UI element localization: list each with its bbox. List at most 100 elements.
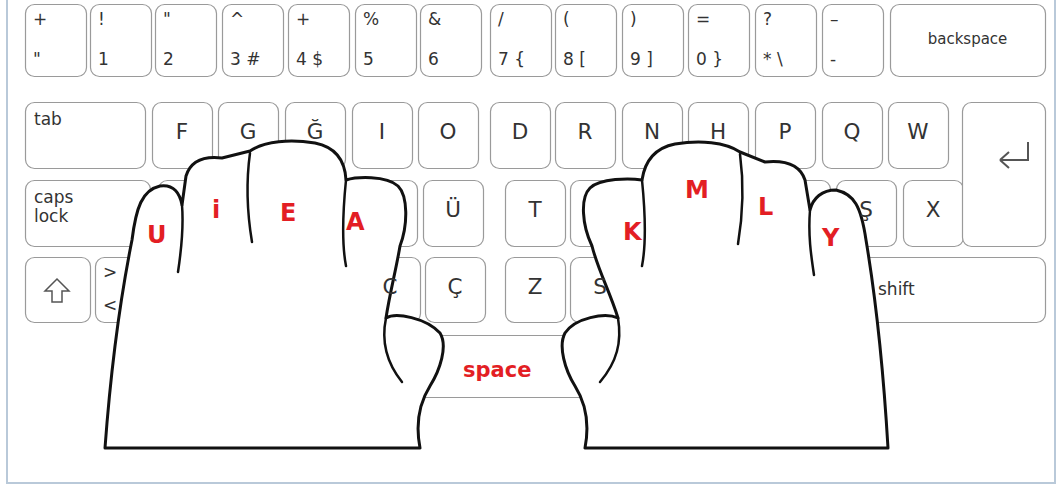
key-label: N	[622, 120, 682, 144]
keyboard-key: tab	[25, 102, 145, 168]
key-outline	[424, 181, 484, 247]
finger-letter: K	[623, 220, 642, 244]
key-outline	[419, 103, 479, 169]
keyboard-key: X	[903, 180, 963, 246]
key-outline	[556, 5, 617, 77]
key-outline	[891, 5, 1046, 77]
key-outline	[426, 258, 486, 323]
key-label: O	[418, 120, 478, 144]
key-label: * \	[763, 50, 783, 69]
key-label: 4 $	[296, 50, 323, 69]
key-outline	[823, 103, 883, 169]
keyboard-key: (8 [	[555, 4, 616, 76]
key-outline	[156, 5, 217, 77]
keyboard-key: –-	[822, 4, 883, 76]
key-label: backspace	[890, 31, 1045, 48]
key-label: –	[830, 10, 839, 29]
keyboard-key: &6	[420, 4, 481, 76]
finger-line	[738, 154, 742, 244]
left-hand	[105, 141, 443, 448]
key-outline	[91, 5, 152, 77]
frame	[7, 0, 1055, 483]
key-outline	[491, 5, 552, 77]
finger-letter: Y	[822, 226, 839, 250]
key-label: R	[555, 120, 615, 144]
key-label: (	[563, 10, 570, 29]
finger-line	[248, 153, 252, 242]
keyboard-key: P	[755, 102, 815, 168]
keyboard-key: backspace	[890, 4, 1045, 76]
key-label: Ş	[836, 198, 896, 222]
key-label: >	[103, 263, 117, 282]
shift-icon	[45, 279, 69, 302]
key-label: ?	[763, 10, 772, 29]
key-label: 3 #	[230, 50, 260, 69]
keyboard-key: ><	[95, 257, 155, 322]
finger-letter: i	[212, 198, 220, 222]
key-label: shift	[878, 280, 915, 299]
key-label: I	[352, 120, 412, 144]
finger-letter: M	[685, 178, 709, 202]
enter-icon	[1000, 142, 1028, 168]
keyboard-key: C	[360, 257, 420, 322]
keyboard-key: F	[152, 102, 212, 168]
key-label: &	[428, 10, 441, 29]
keyboard-key: R	[555, 102, 615, 168]
key-label: 2	[163, 50, 174, 69]
key-outline	[963, 103, 1046, 247]
keyboard-key: N	[622, 102, 682, 168]
key-outline	[421, 5, 482, 77]
key-outline	[356, 5, 417, 77]
key-label: H	[688, 120, 748, 144]
key-label: 1	[98, 50, 109, 69]
key-outline	[506, 258, 566, 323]
key-outline	[26, 103, 146, 169]
finger-letter: A	[346, 210, 365, 234]
key-outline	[353, 103, 413, 169]
key-label: Z	[505, 275, 565, 299]
finger-line	[809, 210, 814, 275]
keyboard-key: Z	[505, 257, 565, 322]
keyboard-key: D	[490, 102, 550, 168]
keyboard-key: !1	[90, 4, 151, 76]
keyboard-key: +4 $	[288, 4, 349, 76]
key-label: P	[755, 120, 815, 144]
keyboard-key: S	[570, 257, 630, 322]
key-label: C	[360, 275, 420, 299]
finger-letter: U	[147, 223, 167, 247]
keyboard-key: =0 }	[688, 4, 749, 76]
keyboard-key: H	[688, 102, 748, 168]
key-label: caps lock	[34, 188, 94, 225]
key-label: 9 ]	[630, 50, 653, 69]
keyboard-key: /7 {	[490, 4, 551, 76]
key-outline	[756, 103, 816, 169]
key-label: 6	[428, 50, 439, 69]
key-outline	[26, 258, 91, 323]
key-label: G	[218, 120, 278, 144]
key-label: Q	[822, 120, 882, 144]
finger-letter: L	[758, 195, 773, 219]
key-outline	[889, 103, 949, 169]
key-label: "	[163, 10, 171, 29]
key-label: D	[490, 120, 550, 144]
keyboard-key: O	[418, 102, 478, 168]
keyboard-key: ? * \	[755, 4, 816, 76]
key-label: )	[630, 10, 637, 29]
keyboard-key: T	[505, 180, 565, 246]
key-label: <	[103, 296, 117, 315]
keyboard-key: Ç	[425, 257, 485, 322]
key-label: ^	[230, 10, 244, 29]
keyboard-key: Ş	[836, 180, 896, 246]
right-hand	[562, 142, 888, 448]
keyboard-key: I	[352, 102, 412, 168]
key-label: T	[505, 198, 565, 222]
key-outline	[491, 103, 551, 169]
finger-line	[178, 205, 183, 272]
key-outline	[823, 5, 884, 77]
key-label: W	[888, 120, 948, 144]
key-outline	[904, 181, 964, 247]
keyboard-key: ) 9 ]	[622, 4, 683, 76]
keyboard-key: ^ 3 #	[222, 4, 283, 76]
finger-letter: E	[280, 201, 296, 225]
